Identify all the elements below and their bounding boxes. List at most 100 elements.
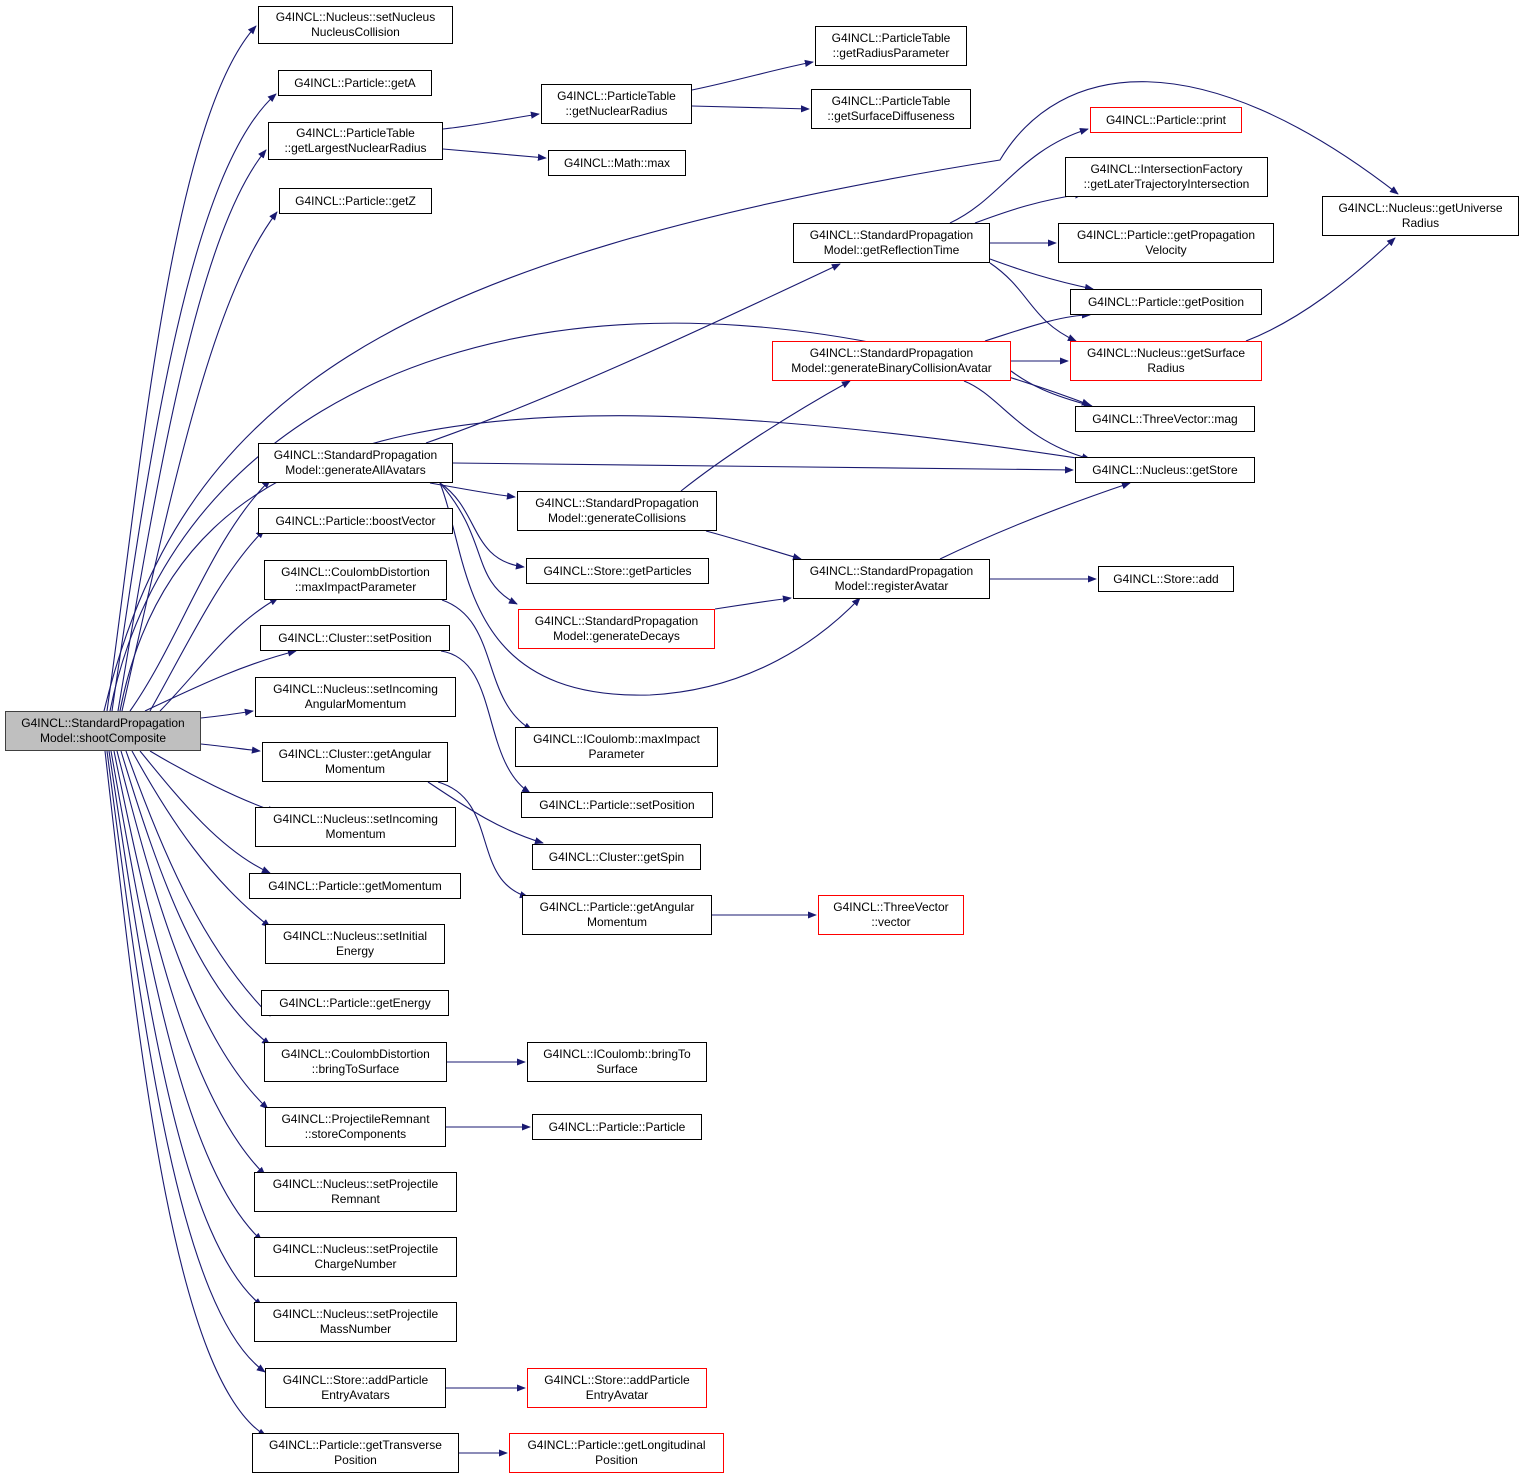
node-label: Model::generateAllAvatars <box>285 463 426 477</box>
graph-node[interactable]: G4INCL::Particle::boostVector <box>258 508 453 534</box>
node-label: G4INCL::ParticleTable <box>831 94 951 108</box>
call-edge <box>111 93 277 712</box>
node-label: Parameter <box>588 747 645 761</box>
graph-node[interactable]: G4INCL::Particle::getPosition <box>1070 289 1262 315</box>
node-label: G4INCL::Nucleus::setInitial <box>282 929 428 943</box>
node-label: EntryAvatar <box>585 1388 649 1402</box>
graph-node[interactable]: G4INCL::Cluster::getSpin <box>532 844 701 870</box>
call-edge <box>680 380 851 492</box>
graph-node[interactable]: G4INCL::ParticleTable::getNuclearRadius <box>541 84 692 124</box>
node-label: AngularMomentum <box>304 697 407 711</box>
node-label: Energy <box>335 944 375 958</box>
call-edge <box>116 750 269 1110</box>
node-label: G4INCL::Nucleus::getSurface <box>1086 346 1246 360</box>
node-label: G4INCL::Nucleus::setProjectile <box>272 1242 439 1256</box>
graph-node[interactable]: G4INCL::CoulombDistortion::maxImpactPara… <box>264 560 447 600</box>
node-label: Model::registerAvatar <box>834 579 949 593</box>
call-edge <box>939 482 1131 560</box>
graph-node[interactable]: G4INCL::ThreeVector::vector <box>818 895 964 935</box>
graph-node[interactable]: G4INCL::ProjectileRemnant::storeComponen… <box>265 1107 446 1147</box>
graph-node[interactable]: G4INCL::IntersectionFactory::getLaterTra… <box>1065 157 1268 197</box>
node-label: G4INCL::Nucleus::setProjectile <box>272 1177 439 1191</box>
call-edge <box>144 649 297 712</box>
node-label: G4INCL::Store::addParticle <box>282 1373 429 1387</box>
call-edge <box>120 750 271 1046</box>
call-edge <box>984 311 1091 342</box>
node-label: G4INCL::Store::add <box>1113 571 1219 586</box>
graph-node[interactable]: G4INCL::CoulombDistortion::bringToSurfac… <box>264 1042 447 1082</box>
graph-node[interactable]: G4INCL::Particle::setPosition <box>521 792 713 818</box>
call-edge <box>149 529 265 712</box>
node-label: G4INCL::ProjectileRemnant <box>281 1112 430 1126</box>
call-edge <box>121 211 278 712</box>
node-label: G4INCL::CoulombDistortion <box>281 565 430 579</box>
graph-node[interactable]: G4INCL::Store::add <box>1098 566 1234 592</box>
node-label: ::vector <box>871 915 911 929</box>
graph-node[interactable]: G4INCL::Particle::getA <box>278 70 432 96</box>
graph-node[interactable]: G4INCL::Nucleus::getStore <box>1075 457 1255 483</box>
node-label: G4INCL::Particle::getA <box>294 75 416 90</box>
node-label: Radius <box>1401 216 1440 230</box>
node-label: G4INCL::Particle::boostVector <box>275 513 436 528</box>
graph-node[interactable]: G4INCL::ParticleTable::getSurfaceDiffuse… <box>811 89 971 129</box>
graph-node[interactable]: G4INCL::Particle::getZ <box>279 188 432 214</box>
node-label: G4INCL::StandardPropagation <box>273 448 438 462</box>
graph-node[interactable]: G4INCL::Particle::Particle <box>532 1114 702 1140</box>
call-edge <box>159 597 279 712</box>
graph-node[interactable]: G4INCL::Store::getParticles <box>526 558 709 584</box>
call-edge <box>989 258 1094 291</box>
call-edge <box>437 781 529 899</box>
call-edge <box>427 781 544 845</box>
graph-node[interactable]: G4INCL::Math::max <box>548 150 686 176</box>
node-label: G4INCL::StandardPropagation <box>809 228 974 242</box>
call-edge <box>1010 370 1093 408</box>
graph-node[interactable]: G4INCL::Particle::getEnergy <box>261 990 449 1016</box>
node-label: G4INCL::StandardPropagation <box>809 346 974 360</box>
graph-node[interactable]: G4INCL::Cluster::setPosition <box>260 625 450 651</box>
graph-node[interactable]: G4INCL::ThreeVector::mag <box>1075 406 1255 432</box>
node-label: MassNumber <box>319 1322 392 1336</box>
node-label: G4INCL::Particle::print <box>1105 112 1227 127</box>
graph-node[interactable]: G4INCL::ParticleTable::getLargestNuclear… <box>268 122 443 160</box>
graph-node[interactable]: G4INCL::Particle::print <box>1090 107 1242 133</box>
node-label: G4INCL::Particle::getPropagation <box>1076 228 1256 242</box>
node-label: G4INCL::ParticleTable <box>557 89 676 103</box>
node-label: G4INCL::Cluster::getSpin <box>548 849 685 864</box>
graph-node[interactable]: G4INCL::Particle::getMomentum <box>249 873 461 899</box>
node-label: G4INCL::Particle::setPosition <box>539 797 695 812</box>
node-label: G4INCL::Particle::Particle <box>548 1119 686 1134</box>
graph-node[interactable]: G4INCL::ParticleTable::getRadiusParamete… <box>815 26 967 66</box>
call-edge <box>989 262 1077 342</box>
node-label: G4INCL::Particle::getZ <box>295 193 416 208</box>
node-label: NucleusCollision <box>311 25 400 39</box>
call-edge <box>113 750 266 1176</box>
node-label: G4INCL::Particle::getPosition <box>1087 294 1245 309</box>
node-label: ::getLargestNuclearRadius <box>284 141 427 155</box>
call-edge <box>200 708 254 719</box>
node-label: Model::generateBinaryCollisionAvatar <box>791 361 992 375</box>
